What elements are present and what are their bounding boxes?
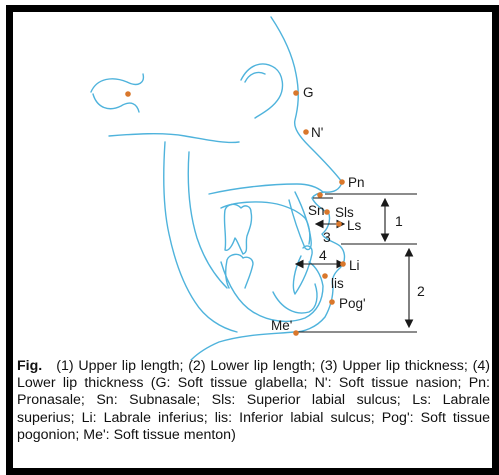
orbit-inner-contour: [245, 72, 265, 82]
soft-tissue-profile: [191, 17, 345, 360]
label-li: Li: [349, 258, 360, 273]
landmark-dot-me-prime: [293, 330, 299, 336]
figure-frame: G N' Pn Sn Sls Ls Li lis Pog' Me' 1 2 3 …: [6, 5, 499, 475]
landmark-dot-g: [293, 90, 299, 96]
label-lis: lis: [331, 276, 344, 291]
label-pn: Pn: [348, 175, 365, 190]
caption-text: (1) Upper lip length; (2) Lower lip leng…: [17, 358, 490, 443]
landmark-dot-li: [340, 261, 346, 267]
label-g: G: [303, 85, 314, 100]
lower-incisor: [293, 246, 312, 294]
label-measure-2: 2: [417, 283, 425, 299]
upper-incisor: [289, 192, 311, 250]
label-n-prime: N': [311, 125, 323, 140]
landmark-dot-n-prime: [303, 129, 309, 135]
cephalometric-diagram: G N' Pn Sn Sls Ls Li lis Pog' Me' 1 2 3 …: [13, 12, 492, 360]
lower-molar: [226, 254, 253, 288]
label-measure-1: 1: [395, 213, 403, 229]
sella-turcica: [91, 74, 143, 112]
label-sn: Sn: [308, 203, 325, 218]
label-me-prime: Me': [271, 318, 292, 333]
ramus-inner-outline: [188, 152, 227, 288]
label-pog-prime: Pog': [339, 296, 366, 311]
landmark-dot-sella: [125, 91, 131, 97]
cranial-base-line: [109, 134, 239, 143]
landmark-dot-sn: [317, 192, 323, 198]
landmark-dot-pn: [339, 179, 345, 185]
figure-caption: Fig.(1) Upper lip length; (2) Lower lip …: [17, 358, 490, 444]
caption-label: Fig.: [17, 358, 42, 374]
maxilla-outline: [221, 202, 310, 244]
label-ls: Ls: [347, 218, 362, 233]
symphysis-outline: [273, 284, 317, 313]
landmark-dot-sls: [324, 209, 330, 215]
landmark-dot-pog-prime: [329, 299, 335, 305]
landmark-dot-ls: [336, 221, 342, 227]
label-measure-4: 4: [319, 247, 327, 263]
upper-molar: [224, 204, 251, 254]
palatal-plane: [209, 184, 323, 194]
label-measure-3: 3: [323, 229, 331, 245]
landmark-dot-lis: [322, 273, 328, 279]
